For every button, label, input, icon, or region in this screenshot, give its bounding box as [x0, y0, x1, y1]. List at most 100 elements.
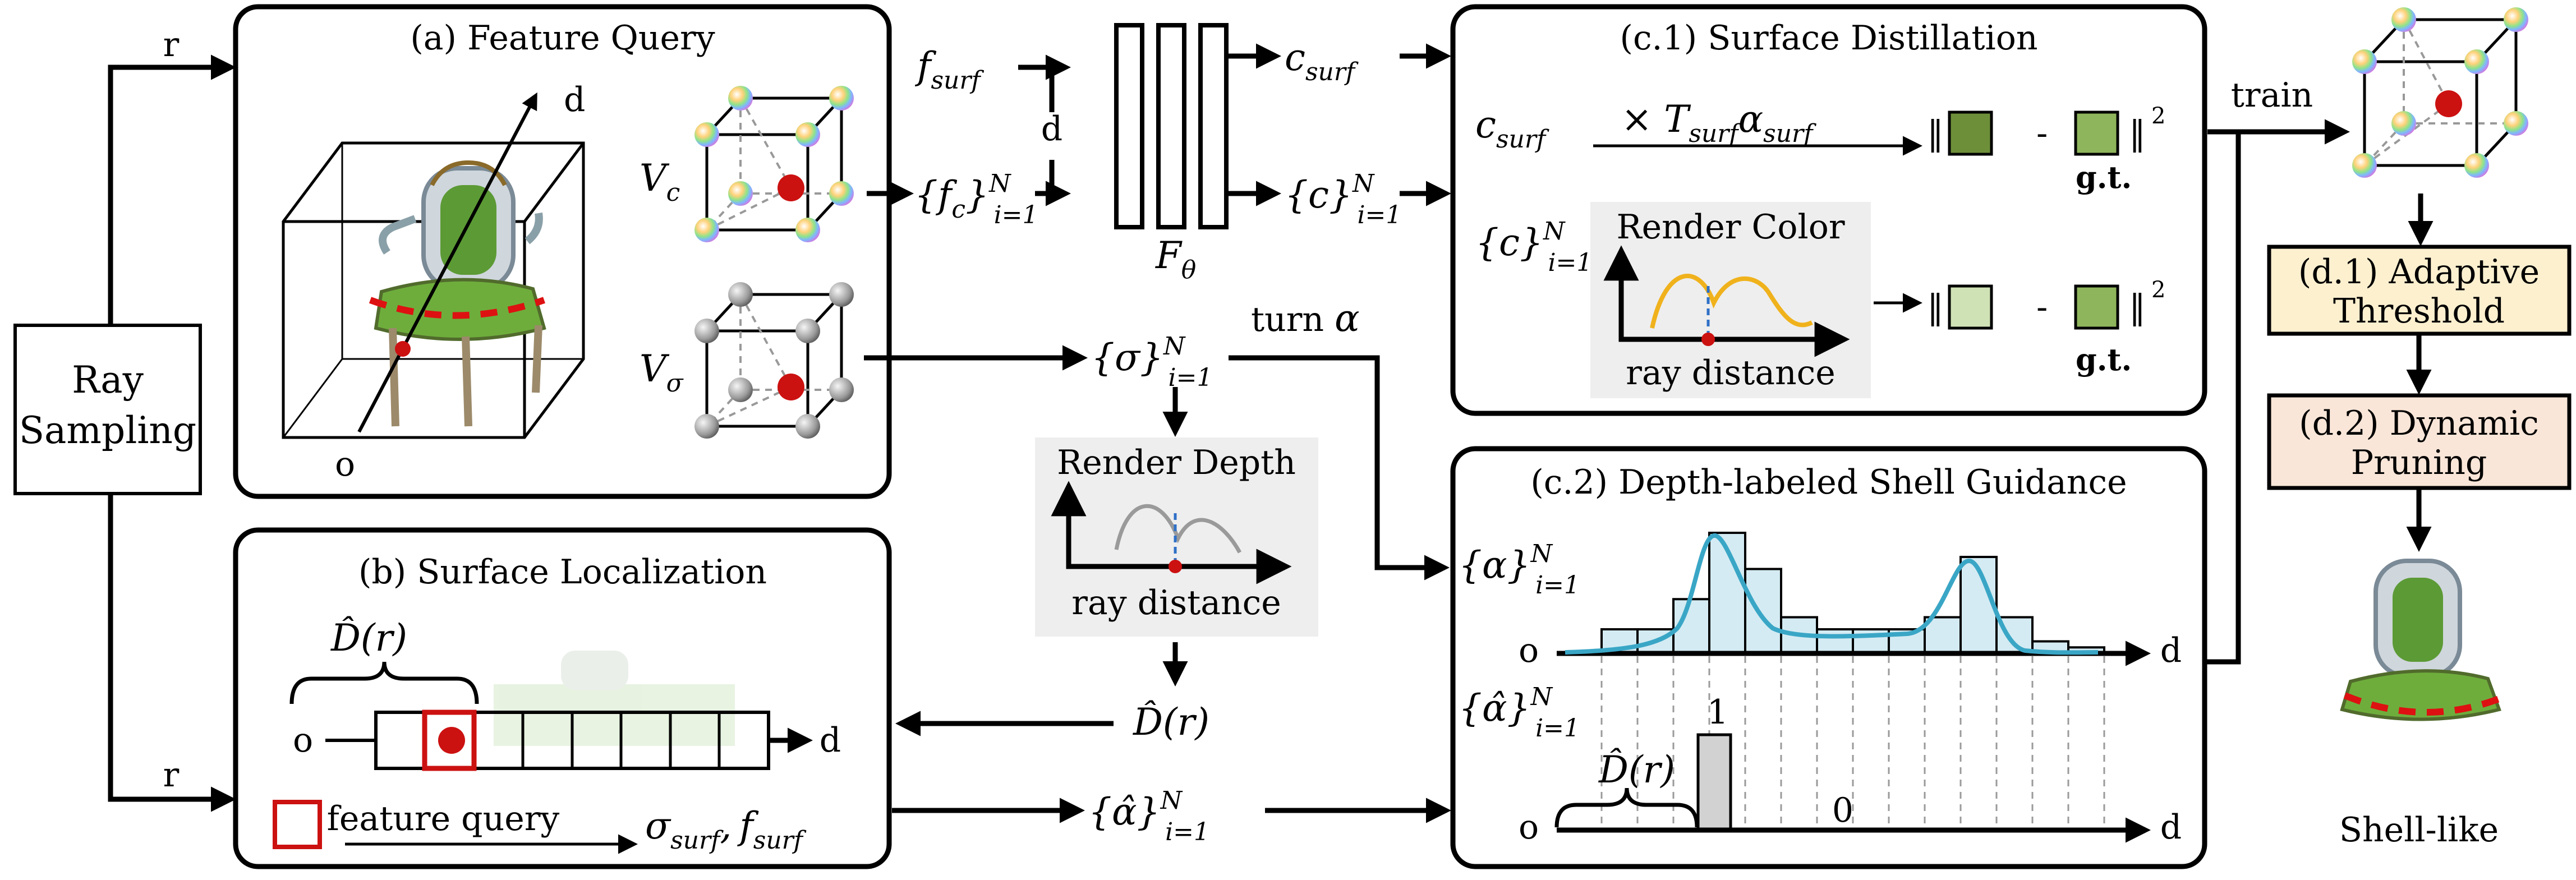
d-label-c2-bottom: d	[2160, 808, 2182, 847]
queried-bin	[422, 709, 477, 771]
voxel-cube-trained	[2352, 7, 2528, 178]
gt-color-swatch-2	[2074, 284, 2119, 330]
c-surf-label: csurf	[1285, 36, 1359, 86]
d-label-a: d	[564, 80, 585, 119]
norm-close-1: ‖	[2129, 114, 2146, 153]
voxel-cube-gray	[694, 282, 854, 439]
weight-expression: × Tsurfαsurf	[1621, 98, 1816, 148]
mlp-layers	[1114, 23, 1229, 229]
surface-localization-panel	[233, 527, 892, 869]
o-label-b: o	[293, 721, 313, 760]
sigma-f-surf-label: σsurf,fsurf	[645, 804, 807, 855]
surface-distillation-panel	[1450, 4, 2207, 416]
norm-open-1: ‖	[1927, 114, 1944, 153]
shell-chair-image	[2340, 559, 2509, 721]
square-2: 2	[2151, 277, 2165, 303]
d-hat-label-b: D̂(r)	[330, 616, 407, 660]
shell-guidance-panel	[1450, 446, 2207, 869]
alpha-bin-bar	[1924, 616, 1962, 655]
chair-image	[369, 160, 546, 427]
arrow-sigma-to-alpha	[1229, 355, 1450, 580]
ray-arrow-top	[108, 54, 236, 325]
view-direction-ray	[357, 92, 537, 433]
vc-label: Vc	[640, 156, 680, 207]
surface-point	[395, 341, 411, 357]
vsigma-label: Vσ	[640, 347, 684, 398]
voxel-cube-color	[694, 86, 854, 242]
feature-query-panel	[233, 4, 892, 499]
alpha-histogram	[1600, 532, 2105, 655]
ray-sampling-box	[13, 324, 202, 495]
f-theta-label: Fθ	[1155, 234, 1196, 284]
onehot-bar	[1696, 733, 1732, 832]
gt-color-swatch-1	[2074, 110, 2119, 156]
o-label-c2-bottom: o	[1519, 808, 1539, 847]
d-label-c2-top: d	[2160, 631, 2182, 670]
gt-label-1: g.t.	[2076, 159, 2132, 195]
render-depth-axis-label: ray distance	[1071, 583, 1281, 623]
d-hat-brace-b	[289, 661, 479, 704]
o-label-c2-top: o	[1519, 631, 1539, 670]
pred-color-swatch-2	[1948, 284, 1993, 330]
alpha-bin-bar	[1816, 628, 1854, 655]
dynamic-pruning-line1: (d.2) Dynamic	[2299, 404, 2539, 443]
surface-localization-title: (b) Surface Localization	[358, 552, 767, 592]
train-label: train	[2231, 76, 2313, 115]
one-label: 1	[1707, 693, 1728, 732]
zero-label: 0	[1832, 791, 1853, 830]
depth-curve	[1114, 504, 1242, 554]
render-depth-title: Render Depth	[1057, 443, 1296, 482]
adaptive-threshold-line1: (d.1) Adaptive	[2298, 252, 2540, 292]
render-color-axis-label: ray distance	[1626, 353, 1835, 393]
render-depth-axes	[1051, 481, 1292, 584]
norm-close-2: ‖	[2129, 288, 2146, 327]
alpha-density-curve	[1565, 533, 2099, 655]
adaptive-threshold-line2: Threshold	[2333, 292, 2505, 331]
d-hat-label-c2: D̂(r)	[1598, 748, 1675, 791]
chair-ghost-image	[494, 651, 735, 746]
r-label-top: r	[163, 25, 180, 64]
legend-red-square	[273, 800, 322, 849]
d-hat-brace-c2	[1554, 787, 1699, 828]
ray-arrow-bottom	[108, 494, 236, 812]
color-curve	[1650, 274, 1813, 329]
pred-color-swatch-1	[1948, 110, 1993, 156]
depth-marker-point	[1169, 560, 1182, 573]
minus-1: -	[2036, 114, 2048, 153]
d-label-b: d	[820, 721, 841, 760]
surface-distillation-title: (c.1) Surface Distillation	[1620, 19, 2038, 58]
c-surf-label-c1: csurf	[1475, 103, 1549, 154]
dynamic-pruning-box	[2267, 393, 2572, 490]
feature-query-title: (a) Feature Query	[410, 19, 715, 58]
render-color-title: Render Color	[1616, 208, 1844, 247]
gt-label-2: g.t.	[2076, 342, 2132, 377]
connector-c2-up	[2206, 132, 2241, 665]
norm-open-2: ‖	[1927, 288, 1944, 327]
adaptive-threshold-box	[2267, 245, 2572, 336]
r-label-bottom: r	[163, 755, 180, 795]
feature-query-legend: feature query	[327, 799, 560, 838]
d-hat-label-mid: D̂(r)	[1133, 701, 1209, 744]
minus-2: -	[2036, 288, 2048, 327]
o-label-a: o	[335, 445, 355, 484]
alpha-bin-bar	[1672, 598, 1710, 655]
turn-alpha-label: turn α	[1251, 297, 1360, 340]
render-color-axes	[1603, 245, 1850, 357]
shell-like-label: Shell-like	[2339, 810, 2499, 850]
ray-sampling-label-1: Ray	[72, 358, 144, 402]
bin-separators	[1600, 656, 2105, 829]
ray-sampling-label-2: Sampling	[19, 409, 196, 452]
d-label-input: d	[1041, 109, 1062, 149]
dynamic-pruning-line2: Pruning	[2351, 443, 2487, 482]
surface-sample-point	[438, 727, 465, 754]
shell-guidance-title: (c.2) Depth-labeled Shell Guidance	[1530, 463, 2127, 502]
